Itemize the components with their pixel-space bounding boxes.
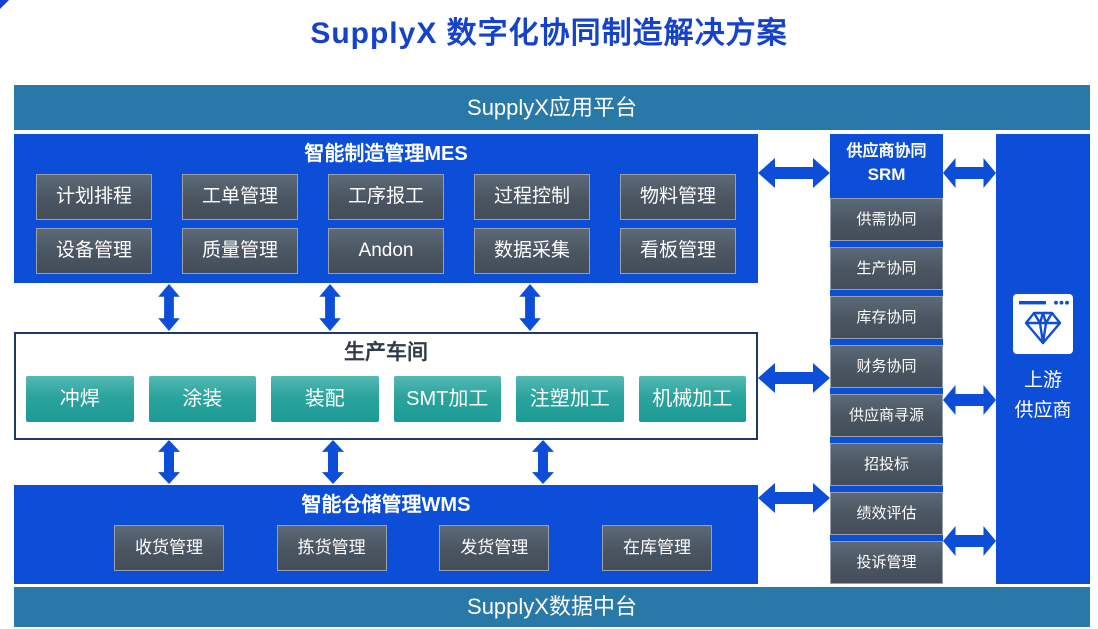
upstream-supplier-label: 上游 供应商 <box>1014 366 1071 426</box>
srm-module-box: 投诉管理 <box>830 541 943 584</box>
srm-module-box: 供需协同 <box>830 198 943 241</box>
srm-module-box: 财务协同 <box>830 345 943 388</box>
upstream-supplier-panel: 上游 供应商 <box>996 134 1090 584</box>
upstream-supplier-label-line2: 供应商 <box>1014 400 1072 421</box>
double-arrow-vertical <box>531 440 555 484</box>
workshop-row: 冲焊涂装装配 SMT加工注塑加工机械加工 <box>16 376 756 422</box>
workshop-box: 机械加工 <box>638 376 746 422</box>
page-title: SupplyX 数字化协同制造解决方案 <box>310 17 788 50</box>
srm-title-line1: 供应商协同 <box>846 143 927 160</box>
srm-title: 供应商协同 SRM <box>830 134 943 198</box>
browser-gem-icon <box>1013 294 1073 354</box>
mes-module-box: 工序报工 <box>328 174 444 220</box>
srm-module-box: 库存协同 <box>830 296 943 339</box>
upstream-supplier-label-line1: 上游 <box>1023 370 1062 391</box>
wms-row: 收货管理 拣货管理 发货管理 在库管理 <box>14 525 758 571</box>
mes-section: 智能制造管理MES 计划排程工单管理工序报工过程控制物料管理 设备管理质量管理 A… <box>14 134 758 283</box>
wms-module-box: 发货管理 <box>439 525 550 571</box>
mes-module-box: 过程控制 <box>474 174 590 220</box>
data-platform-bar: SupplyX数据中台 <box>14 587 1090 627</box>
workshop-box: 涂装 <box>148 376 256 422</box>
double-arrow-vertical <box>157 440 181 484</box>
srm-title-line2: SRM <box>867 165 906 184</box>
workshop-title: 生产车间 <box>344 341 428 364</box>
wms-module-box: 收货管理 <box>114 525 224 571</box>
srm-module-box: 供应商寻源 <box>830 394 943 437</box>
double-arrow-horizontal <box>943 521 996 561</box>
mes-module-box: Andon <box>328 228 444 274</box>
double-arrow-vertical <box>321 440 345 484</box>
workshop-box: 注塑加工 <box>516 376 624 422</box>
double-arrow-horizontal <box>758 478 830 518</box>
mes-module-box: 质量管理 <box>182 228 298 274</box>
wms-section: 智能仓储管理WMS 收货管理 拣货管理 发货管理 在库管理 <box>14 485 758 584</box>
double-arrow-vertical <box>318 284 342 331</box>
workshop-box: SMT加工 <box>393 376 501 422</box>
workshop-section: 生产车间 冲焊涂装装配 SMT加工注塑加工机械加工 <box>14 332 758 440</box>
corner-decoration <box>0 0 9 9</box>
double-arrow-vertical <box>157 284 181 331</box>
srm-panel: 供应商协同 SRM 供需协同生产协同库存协同财务协同供应商寻源招投标绩效评估投诉… <box>830 134 943 584</box>
mes-row-2: 设备管理质量管理 Andon 数据采集看板管理 <box>14 228 758 274</box>
mes-module-box: 设备管理 <box>36 228 152 274</box>
wms-module-box: 拣货管理 <box>276 525 387 571</box>
double-arrow-horizontal <box>943 380 996 420</box>
app-platform-bar: SupplyX应用平台 <box>14 85 1090 130</box>
srm-items: 供需协同生产协同库存协同财务协同供应商寻源招投标绩效评估投诉管理 <box>830 198 943 584</box>
mes-title: 智能制造管理MES <box>304 143 468 165</box>
mes-row-1: 计划排程工单管理工序报工过程控制物料管理 <box>14 174 758 220</box>
srm-module-box: 生产协同 <box>830 247 943 290</box>
wms-module-box: 在库管理 <box>601 525 712 571</box>
mes-module-box: 物料管理 <box>620 174 736 220</box>
workshop-box: 装配 <box>271 376 379 422</box>
double-arrow-horizontal <box>943 153 996 193</box>
double-arrow-horizontal <box>758 153 830 193</box>
mes-module-box: 数据采集 <box>474 228 590 274</box>
mes-module-box: 工单管理 <box>182 174 298 220</box>
data-platform-label: SupplyX数据中台 <box>467 594 637 619</box>
wms-title: 智能仓储管理WMS <box>301 494 471 516</box>
app-platform-label: SupplyX应用平台 <box>467 95 637 120</box>
mes-module-box: 计划排程 <box>36 174 152 220</box>
double-arrow-horizontal <box>758 358 830 398</box>
srm-module-box: 绩效评估 <box>830 492 943 535</box>
srm-module-box: 招投标 <box>830 443 943 486</box>
workshop-box: 冲焊 <box>26 376 134 422</box>
double-arrow-vertical <box>518 284 542 331</box>
mes-module-box: 看板管理 <box>620 228 736 274</box>
